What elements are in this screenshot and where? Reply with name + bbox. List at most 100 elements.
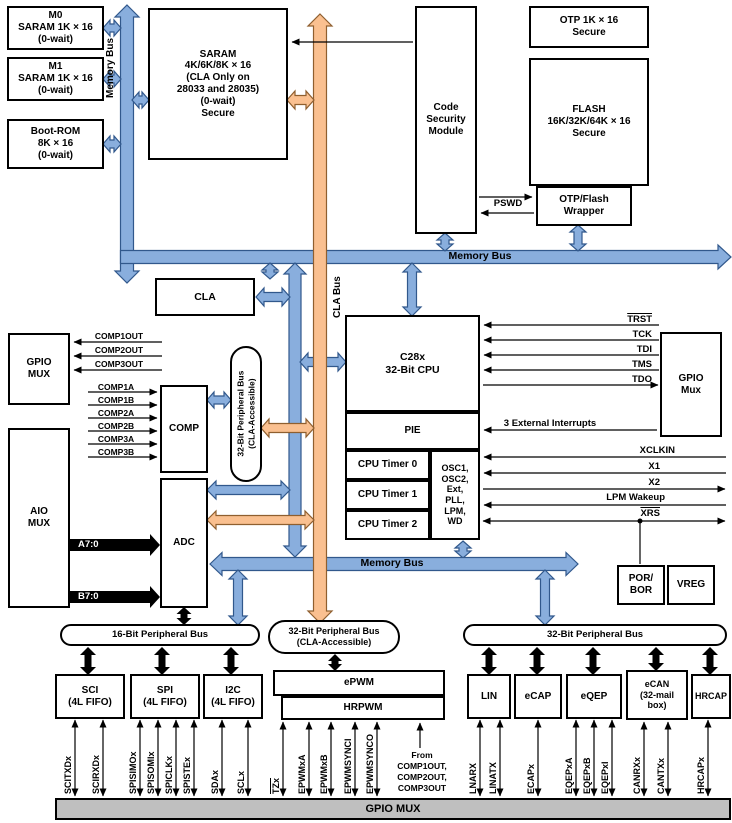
pin-label-scitxdx: SCITXDx [63, 755, 73, 794]
cla-conn-adc [206, 509, 315, 531]
block-otp: OTP 1K × 16 Secure [529, 6, 649, 48]
block-comp: COMP [160, 385, 208, 473]
block-ecap: eCAP [514, 674, 562, 719]
block-epwm: ePWM [273, 670, 445, 696]
block-label: M1 SARAM 1K × 16 (0-wait) [18, 61, 93, 96]
block-eqep: eQEP [566, 674, 622, 719]
memory-bus-top-label: Memory Bus [448, 250, 512, 262]
periph-arrow-eqep [585, 647, 601, 675]
pin-label-epwmsynci: EPWMSYNCI [343, 738, 353, 794]
cla-conn-saram [286, 89, 315, 111]
pin-label-spisimox: SPISIMOx [128, 751, 138, 794]
comp2b-label: COMP2B [97, 421, 135, 431]
pin-label-epwmxb: EPWMxB [319, 754, 329, 794]
signal-line-group [71, 38, 726, 797]
memory-bus-middle-trunk [282, 262, 308, 558]
ext-interrupts-label: 3 External Interrupts [503, 418, 597, 429]
block-hrcap: HRCAP [691, 674, 731, 719]
block-label: GPIO MUX [26, 357, 52, 380]
block-label: FLASH 16K/32K/64K × 16 Secure [547, 104, 631, 139]
b-bus-arrow [70, 586, 160, 608]
a-bus-label: A7:0 [78, 539, 99, 550]
block-label: HRCAP [694, 691, 727, 702]
memory-bus-vertical-label: Memory Bus [105, 37, 116, 98]
block-i2c: I2C (4L FIFO) [203, 674, 263, 719]
cla-bus-trunk [306, 13, 334, 624]
pin-label-ecapx: ECAPx [526, 763, 536, 794]
pin-label-scirxdx: SCIRXDx [91, 754, 101, 794]
block-label: ADC [173, 537, 195, 549]
periph-arrow-spi [154, 647, 170, 675]
bus-conn-csm [435, 232, 455, 252]
pin-label-canrxx: CANRXx [632, 756, 642, 794]
memory-bus-vertical-trunk [113, 4, 141, 284]
bus-conn-bootrom [102, 134, 122, 154]
xclkin-label: XCLKIN [639, 445, 675, 456]
xrs-label: XRS [640, 508, 660, 519]
bus-conn-m0 [102, 18, 122, 38]
peripheral-bus-32bit: 32-Bit Peripheral Bus [463, 624, 727, 646]
block-cpu-timer2: CPU Timer 2 [345, 510, 430, 540]
block-label: AIO MUX [27, 506, 51, 529]
a-bus-arrow [70, 534, 160, 556]
block-cpu-timer0: CPU Timer 0 [345, 450, 430, 480]
periph-arrow-ecap [529, 647, 545, 675]
periph-arrow-hrcap [702, 647, 718, 675]
pswd-label: PSWD [493, 198, 523, 209]
block-vreg: VREG [667, 565, 715, 605]
block-label: C28x 32-Bit CPU [385, 351, 440, 376]
pin-label-sclx: SCLx [236, 770, 246, 794]
periph-arrow-epwm [328, 654, 342, 671]
block-flash: FLASH 16K/32K/64K × 16 Secure [529, 58, 649, 186]
tms-label: TMS [631, 359, 652, 370]
block-cla: CLA [155, 278, 255, 316]
block-label: GPIO MUX [365, 802, 421, 815]
bus-label: 32-Bit Peripheral Bus (CLA-Accessible) [288, 626, 380, 647]
comp2out-label: COMP2OUT [94, 345, 144, 355]
block-label: SPI (4L FIFO) [143, 684, 187, 708]
memory-bus-lower-label: Memory Bus [360, 557, 424, 569]
block-label: eCAP [524, 690, 552, 702]
block-spi: SPI (4L FIFO) [130, 674, 200, 719]
block-m0-saram: M0 SARAM 1K × 16 (0-wait) [7, 6, 104, 50]
block-label: CPU Timer 2 [357, 519, 418, 531]
block-label: VREG [676, 579, 706, 591]
peripheral-bus-32bit-cla: 32-Bit Peripheral Bus (CLA-Accessible) [268, 620, 400, 654]
bus-label: 32-Bit Peripheral Bus [546, 629, 644, 641]
tdi-label: TDI [636, 344, 652, 355]
block-label: CLA [194, 290, 216, 303]
block-m1-saram: M1 SARAM 1K × 16 (0-wait) [7, 57, 104, 101]
xrs-junction-dot [637, 518, 643, 524]
comp3a-label: COMP3A [97, 434, 135, 444]
block-label: eQEP [580, 690, 608, 702]
block-label: CPU Timer 1 [357, 489, 418, 501]
block-osc-pll: OSC1, OSC2, Ext, PLL, LPM, WD [430, 450, 480, 540]
black-arrow-group [70, 534, 718, 675]
block-gpio-mux-right: GPIO Mux [660, 332, 722, 437]
block-adc: ADC [160, 478, 208, 608]
block-label: M0 SARAM 1K × 16 (0-wait) [18, 10, 93, 45]
block-label: SARAM 4K/6K/8K × 16 (CLA Only on 28033 a… [176, 48, 260, 119]
comp1out-label: COMP1OUT [94, 331, 144, 341]
block-label: OTP/Flash Wrapper [559, 194, 609, 217]
block-label: OTP 1K × 16 Secure [559, 15, 619, 38]
bus-conn-periph16 [227, 569, 249, 626]
pin-label-epwmxa: EPWMxA [297, 754, 307, 794]
pin-label-epwmsynco: EPWMSYNCO [365, 733, 375, 794]
block-ecan: eCAN (32-mail box) [626, 670, 688, 720]
block-label: COMP [169, 423, 199, 435]
comp1b-label: COMP1B [97, 395, 135, 405]
block-label: I2C (4L FIFO) [211, 684, 255, 708]
block-label: LIN [480, 690, 498, 702]
bus-conn-saram-left [131, 90, 150, 110]
bus-label: 16-Bit Peripheral Bus [111, 629, 209, 641]
block-label: OSC1, OSC2, Ext, PLL, LPM, WD [441, 463, 469, 527]
from-comp-label: From COMP1OUT, COMP2OUT, COMP3OUT [397, 750, 447, 793]
bus-conn-adc-blue [206, 479, 291, 501]
periph-arrow-lin [481, 647, 497, 675]
bus-conn-timers [453, 540, 473, 559]
tck-label: TCK [632, 329, 652, 340]
adc-periph16-arrow [176, 607, 192, 625]
bus-conn-periph32 [534, 569, 556, 626]
